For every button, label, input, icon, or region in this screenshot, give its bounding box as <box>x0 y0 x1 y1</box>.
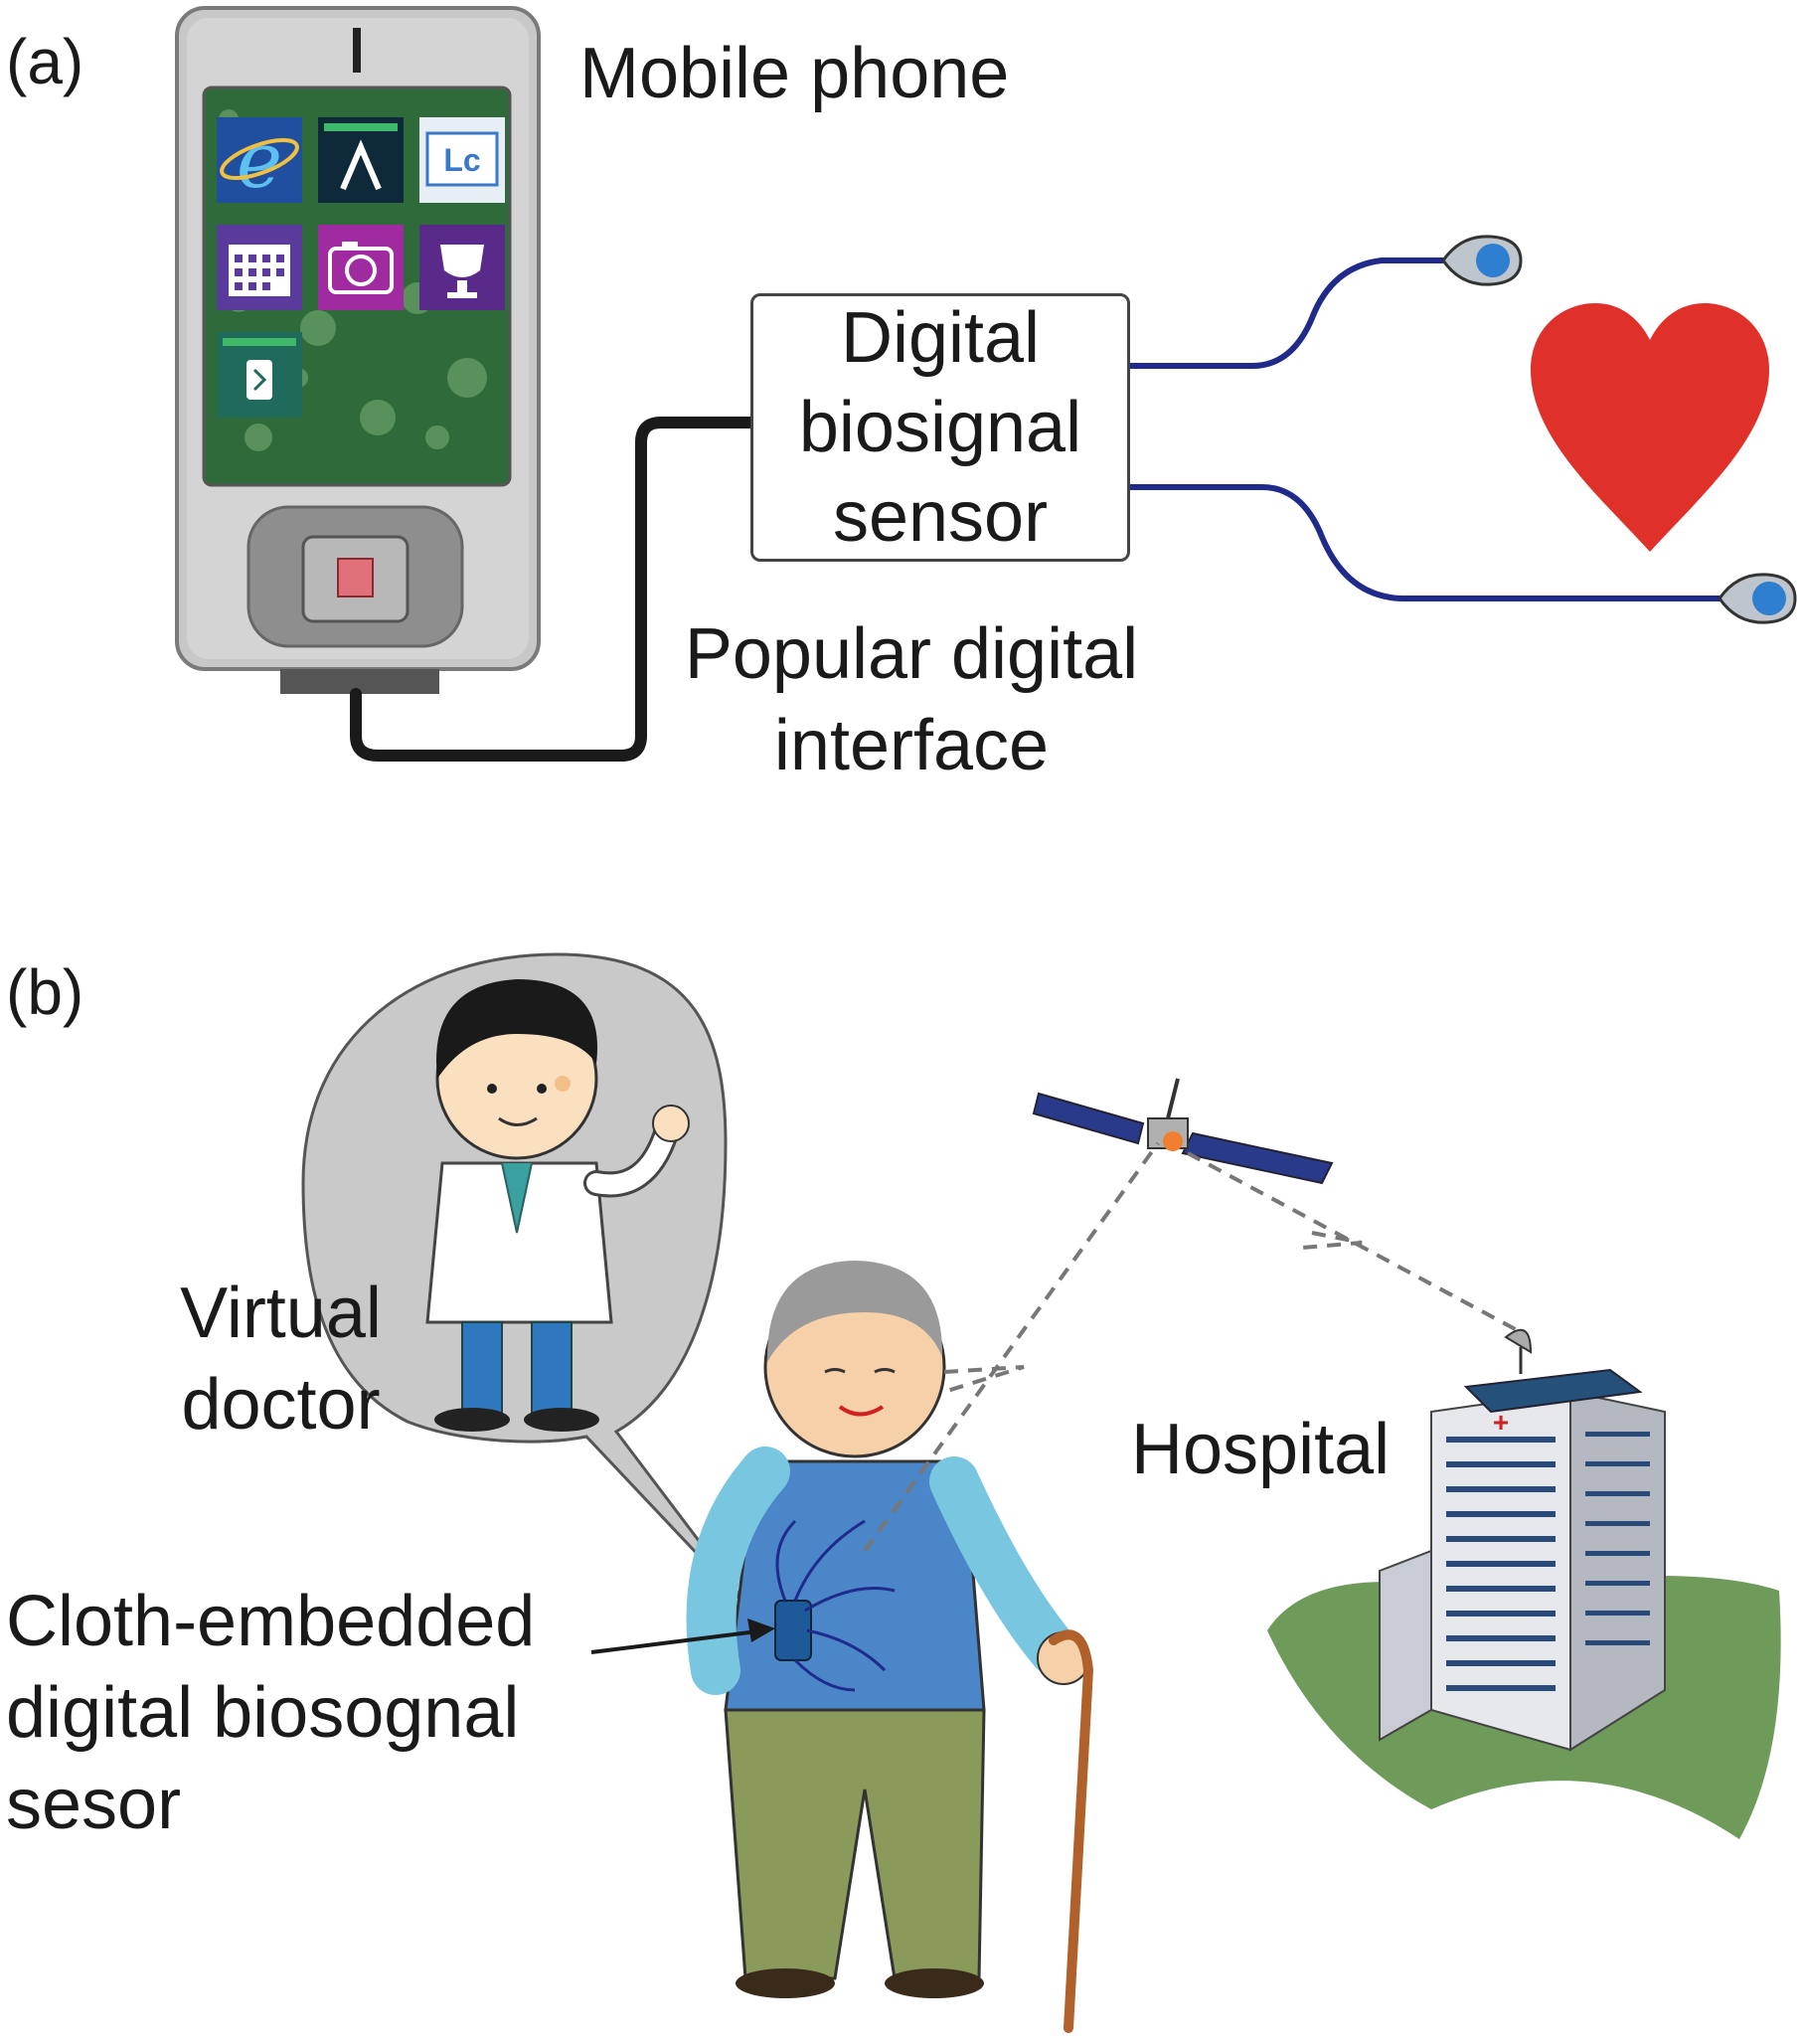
sensor-line-1: Digital <box>840 298 1041 378</box>
cloth-embedded-sensor-label: Cloth-embedded digital biosognal sesor <box>6 1576 535 1850</box>
mobile-phone: e Lc <box>175 6 541 694</box>
virtual-doctor-figure <box>425 979 690 1432</box>
trophy-icon <box>419 225 505 310</box>
svg-text:+: + <box>1493 1407 1509 1438</box>
electrode-bottom <box>1718 573 1797 624</box>
sensor-line-3: sensor <box>832 477 1049 557</box>
hospital-building: + <box>1267 1328 1781 1839</box>
internet-explorer-icon: e <box>217 116 302 206</box>
cloth-sensor-line-2: digital biosognal <box>6 1673 520 1754</box>
camera-icon <box>318 225 404 310</box>
lead-wire-top <box>1130 257 1451 369</box>
panel-b-label: (b) <box>6 956 84 1028</box>
lc-icon-label: Lc <box>443 142 480 178</box>
app-tile-icon <box>217 332 302 418</box>
digital-biosignal-sensor-box: Digital biosignal sensor <box>750 293 1130 562</box>
heart-icon <box>1531 303 1769 552</box>
calendar-icon <box>217 225 302 310</box>
app-a-icon <box>318 117 404 203</box>
lc-icon: Lc <box>419 117 505 203</box>
svg-text:e: e <box>237 116 282 206</box>
virtual-doctor-label: Virtual doctor <box>159 1268 403 1450</box>
cloth-sensor-line-3: sesor <box>6 1765 182 1845</box>
interface-line-2: interface <box>773 706 1050 786</box>
cloth-sensor-arrow <box>590 1628 766 1654</box>
satellite-dish-icon <box>1504 1328 1533 1374</box>
panel-a-label: (a) <box>6 26 84 97</box>
cloth-sensor-line-1: Cloth-embedded <box>6 1582 536 1661</box>
mobile-phone-label: Mobile phone <box>579 34 1010 113</box>
hospital-label: Hospital <box>1131 1410 1391 1489</box>
virtual-doctor-line-1: Virtual <box>180 1274 382 1353</box>
wireless-links <box>863 1141 1522 1553</box>
phone-earpiece <box>353 28 361 73</box>
phone-home-button <box>337 558 374 597</box>
popular-digital-interface-label: Popular digital interface <box>668 608 1155 791</box>
electrode-top <box>1441 235 1523 286</box>
lead-wire-bottom <box>1130 484 1734 601</box>
interface-line-1: Popular digital <box>684 614 1139 694</box>
interface-cable <box>350 417 756 762</box>
sensor-line-2: biosignal <box>798 388 1082 467</box>
satellite-icon <box>1032 1078 1334 1185</box>
virtual-doctor-line-2: doctor <box>181 1365 381 1446</box>
elderly-man-figure <box>686 1261 1094 2033</box>
